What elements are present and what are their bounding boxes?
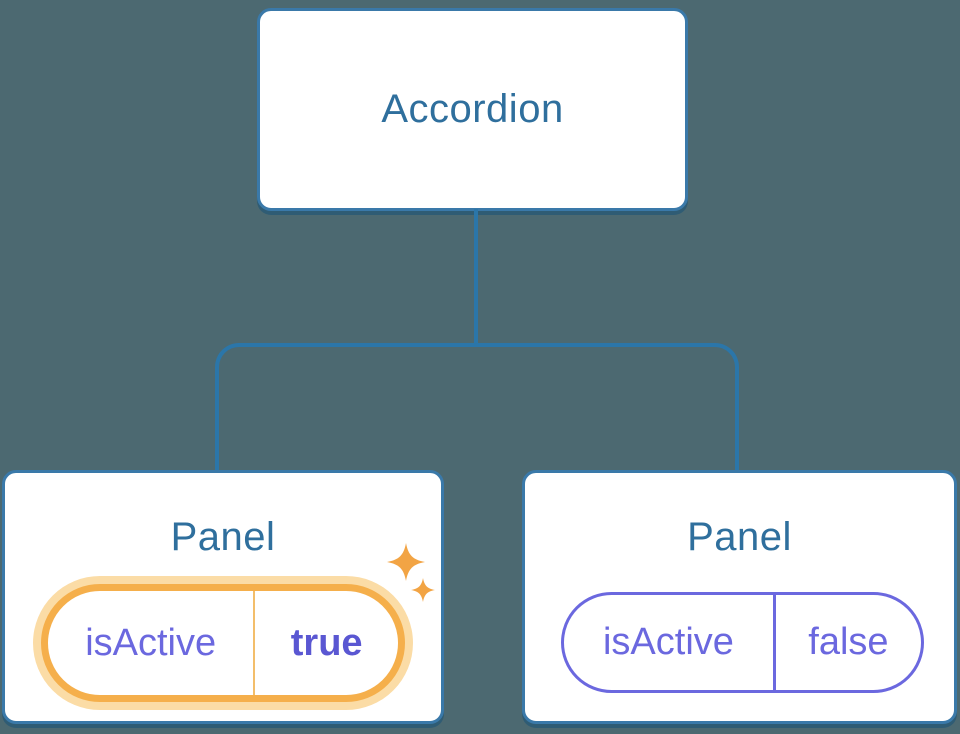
state-name: isActive [602, 621, 734, 663]
connector-stem-line [474, 209, 478, 345]
panel-title: Panel [687, 515, 792, 559]
panel-title: Panel [170, 515, 276, 559]
accordion-label: Accordion [381, 87, 564, 131]
state-pill-inactive: isActive false [561, 592, 924, 693]
sparkle-icon [387, 543, 425, 581]
accordion-node: Accordion [257, 8, 688, 211]
connector-branch-line [215, 343, 739, 470]
state-name: isActive [85, 621, 217, 664]
state-pill-active: isActive true [41, 584, 405, 702]
panel-node-active: Panel isActive true [2, 470, 444, 724]
state-value: true [253, 591, 398, 695]
sparkle-icon [411, 578, 435, 602]
state-value: false [772, 595, 921, 690]
panel-node-inactive: Panel isActive false [522, 470, 957, 724]
